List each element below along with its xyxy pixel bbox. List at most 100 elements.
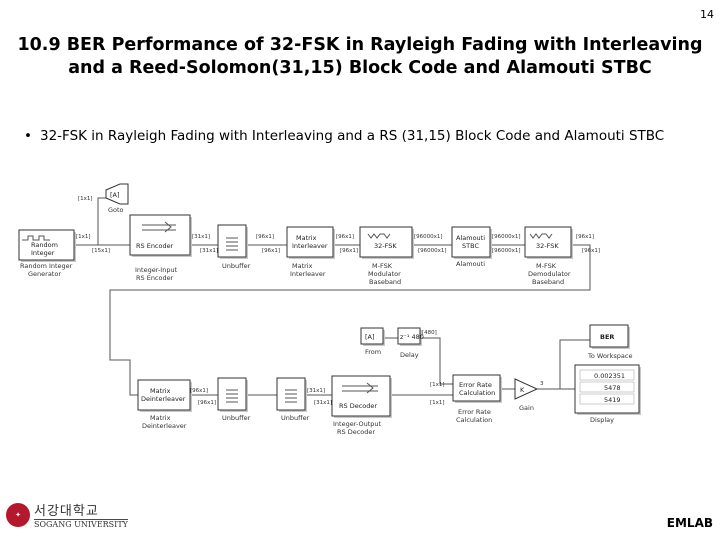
svg-text:[96000x1]: [96000x1] <box>492 248 521 254</box>
unbuffer-block-3[interactable]: Unbuffer <box>276 377 310 422</box>
page-number: 14 <box>700 8 714 21</box>
svg-text:Integer: Integer <box>31 249 55 257</box>
svg-text:[96x1]: [96x1] <box>198 400 216 406</box>
svg-text:Calculation: Calculation <box>456 416 492 424</box>
svg-text:RS Encoder: RS Encoder <box>136 274 174 282</box>
fsk-mod-icon <box>367 233 391 239</box>
svg-text:32-FSK: 32-FSK <box>536 242 559 250</box>
svg-text:[1x1]: [1x1] <box>430 400 445 406</box>
alamouti-stbc-block[interactable]: Alamouti STBC Alamouti <box>451 226 492 268</box>
from-block[interactable]: [A] From <box>360 327 385 356</box>
svg-text:[96000x1]: [96000x1] <box>414 234 443 240</box>
lab-name: EMLAB <box>666 516 713 530</box>
svg-text:Interleaver: Interleaver <box>290 270 326 278</box>
slide-title: 10.9 BER Performance of 32-FSK in Raylei… <box>0 34 720 80</box>
svg-text:[1x1]: [1x1] <box>430 382 445 388</box>
svg-text:Unbuffer: Unbuffer <box>281 414 310 422</box>
svg-text:Unbuffer: Unbuffer <box>222 262 251 270</box>
signal-wires <box>74 197 591 396</box>
svg-text:Gain: Gain <box>519 404 534 412</box>
to-workspace-block[interactable]: BER To Workspace <box>587 324 632 360</box>
svg-text:RS Encoder: RS Encoder <box>136 242 174 250</box>
svg-text:Matrix: Matrix <box>150 387 171 395</box>
svg-text:[96x1]: [96x1] <box>190 388 208 394</box>
signal-dimension-labels: [1x1] [1x1] [15x1] [31x1] [31x1] [96x1] … <box>76 196 600 406</box>
unbuffer-block-1[interactable]: Unbuffer <box>217 224 251 270</box>
error-rate-calculation-block[interactable]: Error Rate Calculation Error Rate Calcul… <box>452 374 502 424</box>
rs-decoder-block[interactable]: RS Decoder Integer-Output RS Decoder <box>331 375 392 436</box>
unbuffer-icon <box>285 389 297 403</box>
svg-text:Deinterleaver: Deinterleaver <box>141 395 186 403</box>
title-line-2: and a Reed-Solomon(31,15) Block Code and… <box>68 58 652 78</box>
fsk-demod-icon <box>529 233 553 239</box>
gain-block[interactable]: K Gain <box>514 378 539 412</box>
svg-text:Matrix: Matrix <box>292 262 313 270</box>
display-block[interactable]: 0.002351 5478 5419 Display <box>574 364 641 424</box>
mfsk-demodulator-block[interactable]: 32-FSK M-FSK Demodulator Baseband <box>524 226 573 286</box>
svg-text:z⁻¹ 480: z⁻¹ 480 <box>400 333 424 341</box>
bullet-text: 32-FSK in Rayleigh Fading with Interleav… <box>40 128 665 144</box>
random-integer-block[interactable]: Random Integer Random Integer Generator <box>18 229 76 278</box>
matrix-deinterleaver-block[interactable]: Matrix Deinterleaver Matrix Deinterleave… <box>137 379 192 430</box>
svg-text:[96x1]: [96x1] <box>340 248 358 254</box>
svg-text:RS Decoder: RS Decoder <box>337 428 375 436</box>
svg-text:M-FSK: M-FSK <box>536 262 557 270</box>
bullet-item: •32-FSK in Rayleigh Fading with Interlea… <box>24 128 664 144</box>
display-ber-value: 0.002351 <box>594 372 625 380</box>
unbuffer-icon <box>226 237 238 251</box>
matrix-interleaver-block[interactable]: Matrix Interleaver Matrix Interleaver <box>286 226 335 278</box>
random-integer-label: Random Integer <box>20 262 73 270</box>
svg-text:3: 3 <box>540 381 544 387</box>
svg-text:[96x1]: [96x1] <box>336 234 354 240</box>
svg-text:Integer-Input: Integer-Input <box>135 266 178 274</box>
svg-text:Unbuffer: Unbuffer <box>222 414 251 422</box>
svg-text:Demodulator: Demodulator <box>528 270 571 278</box>
decoder-icon <box>342 382 378 394</box>
svg-text:[31x1]: [31x1] <box>192 234 210 240</box>
svg-text:[96x1]: [96x1] <box>582 248 600 254</box>
svg-text:[96000x1]: [96000x1] <box>492 234 521 240</box>
svg-text:From: From <box>365 348 381 356</box>
svg-text:K: K <box>520 386 525 394</box>
svg-text:[31x1]: [31x1] <box>307 388 325 394</box>
university-name-english: SOGANG UNIVERSITY <box>34 519 128 529</box>
university-name-korean: 서강대학교 <box>34 504 99 519</box>
svg-text:RS Decoder: RS Decoder <box>339 402 377 410</box>
svg-text:[1x1]: [1x1] <box>78 196 93 202</box>
rs-encoder-block[interactable]: RS Encoder Integer-Input RS Encoder <box>129 214 192 282</box>
svg-text:Error Rate: Error Rate <box>458 408 491 416</box>
svg-text:[1x1]: [1x1] <box>76 234 91 240</box>
sogang-university-logo: ✦ 서강대학교 SOGANG UNIVERSITY <box>6 500 128 529</box>
mfsk-modulator-block[interactable]: 32-FSK M-FSK Modulator Baseband <box>359 226 414 286</box>
svg-text:Delay: Delay <box>400 351 419 359</box>
svg-text:Calculation: Calculation <box>459 389 495 397</box>
svg-text:[A]: [A] <box>365 333 375 341</box>
svg-text:[15x1]: [15x1] <box>92 248 110 254</box>
svg-text:To Workspace: To Workspace <box>587 352 632 360</box>
encoder-icon <box>142 221 176 233</box>
svg-text:STBC: STBC <box>462 242 479 250</box>
svg-text:[96x1]: [96x1] <box>576 234 594 240</box>
svg-text:[A]: [A] <box>110 191 120 199</box>
svg-text:M-FSK: M-FSK <box>372 262 393 270</box>
svg-text:[31x1]: [31x1] <box>200 248 218 254</box>
display-bits-value: 5419 <box>604 396 621 404</box>
svg-text:Interleaver: Interleaver <box>292 242 328 250</box>
svg-text:Goto: Goto <box>108 206 124 214</box>
svg-text:[31x1]: [31x1] <box>314 400 332 406</box>
unbuffer-block-2[interactable]: Unbuffer <box>217 377 251 422</box>
svg-text:Baseband: Baseband <box>369 278 401 286</box>
random-integer-text: Random <box>31 241 58 249</box>
svg-text:Deinterleaver: Deinterleaver <box>142 422 187 430</box>
svg-text:[480]: [480] <box>422 330 437 336</box>
svg-text:Baseband: Baseband <box>532 278 564 286</box>
display-errors-value: 5478 <box>604 384 621 392</box>
svg-text:Integer-Output: Integer-Output <box>333 420 382 428</box>
goto-block[interactable]: [A] Goto <box>105 183 129 214</box>
svg-text:Alamouti: Alamouti <box>456 234 485 242</box>
svg-text:Error Rate: Error Rate <box>459 381 492 389</box>
svg-text:Matrix: Matrix <box>296 234 317 242</box>
svg-text:[96x1]: [96x1] <box>256 234 274 240</box>
delay-block[interactable]: z⁻¹ 480 Delay <box>397 327 424 359</box>
